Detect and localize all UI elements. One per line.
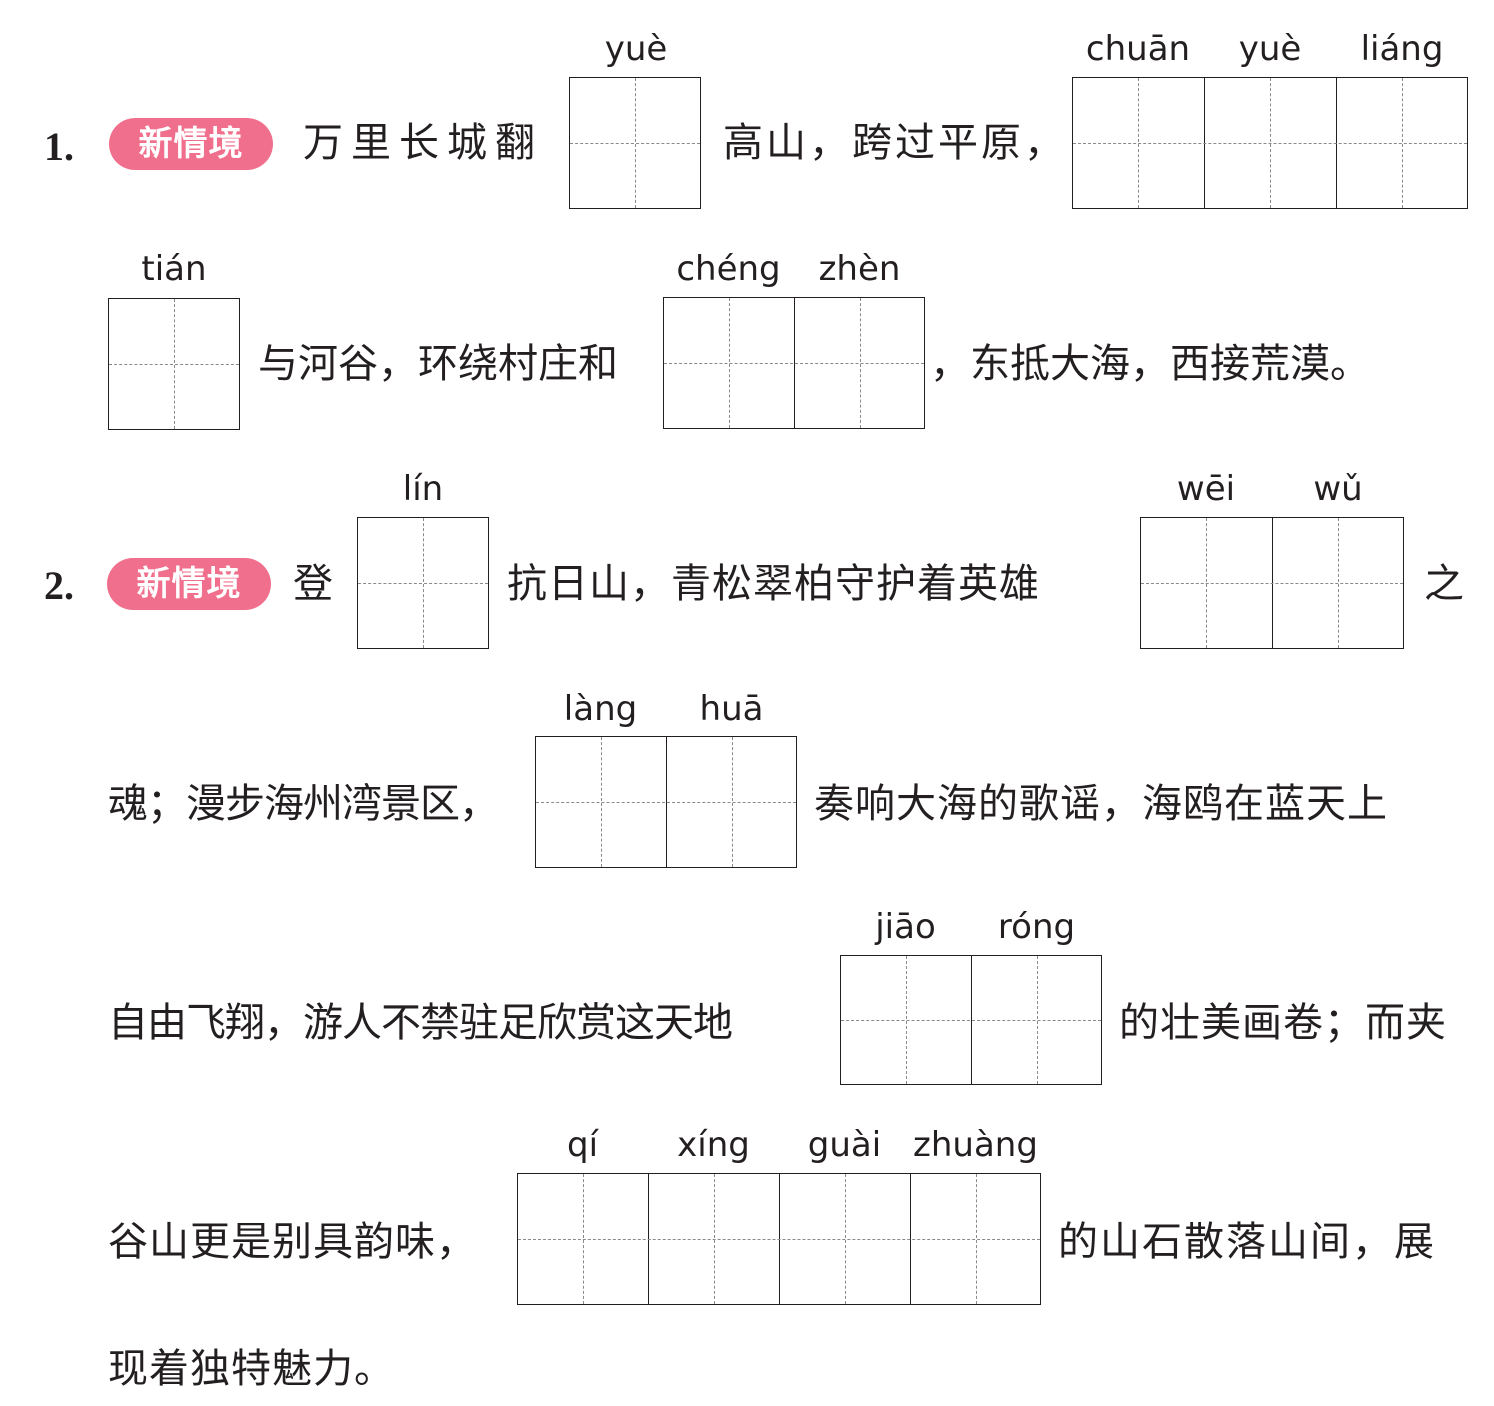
pinyin-label: qí — [566, 1125, 599, 1165]
pinyin-label: liáng — [1360, 29, 1444, 69]
pinyin-label: wǔ — [1313, 469, 1363, 509]
sentence-text: 奏响大海的歌谣，海鸥在蓝天上 — [814, 781, 1388, 827]
sentence-text: 自由飞翔，游人不禁驻足欣赏这天地 — [108, 1000, 733, 1046]
pinyin-label: làng — [563, 689, 638, 729]
sentence-text: 与河谷，环绕村庄和 — [258, 341, 618, 387]
answer-box[interactable] — [663, 297, 925, 429]
question-number: 1. — [44, 124, 74, 169]
sentence-text: ，东抵大海，西接荒漠。 — [930, 341, 1370, 387]
pinyin-label: jiāo — [875, 907, 936, 947]
sentence-text: 高山，跨过平原， — [723, 120, 1067, 166]
sentence-text: 之 — [1424, 561, 1464, 607]
sentence-text: 谷山更是别具韵味， — [108, 1219, 477, 1265]
sentence-text: 抗日山，青松翠柏守护着英雄 — [507, 561, 1040, 607]
pinyin-label: chéng — [676, 249, 781, 289]
answer-box[interactable] — [535, 736, 797, 868]
pinyin-label: róng — [997, 907, 1076, 947]
sentence-text: 登 — [293, 561, 333, 607]
sentence-text: 魂；漫步海州湾景区， — [108, 781, 499, 827]
pinyin-label: tián — [141, 249, 207, 289]
pinyin-label: zhèn — [818, 249, 901, 289]
pinyin-label: huā — [699, 689, 764, 729]
new-context-tag: 新情境 — [109, 118, 273, 170]
answer-box[interactable] — [1072, 77, 1468, 209]
sentence-text: 的壮美画卷；而夹 — [1119, 1000, 1447, 1046]
answer-box[interactable] — [517, 1173, 1041, 1305]
answer-box[interactable] — [840, 955, 1102, 1085]
pinyin-label: wēi — [1176, 469, 1236, 509]
answer-box[interactable] — [357, 517, 489, 649]
pinyin-label: zhuàng — [913, 1125, 1038, 1165]
pinyin-label: yuè — [604, 29, 668, 69]
pinyin-label: lín — [402, 469, 444, 509]
question-number: 2. — [44, 563, 74, 608]
sentence-text: 万里长城翻 — [303, 120, 543, 166]
sentence-text: 现着独特魅力。 — [108, 1346, 395, 1392]
new-context-tag: 新情境 — [107, 558, 271, 610]
pinyin-label: yuè — [1238, 29, 1302, 69]
pinyin-label: chuān — [1085, 29, 1191, 69]
sentence-text: 的山石散落山间，展 — [1058, 1219, 1436, 1265]
answer-box[interactable] — [569, 77, 701, 209]
pinyin-label: xíng — [677, 1125, 750, 1165]
answer-box[interactable] — [1140, 517, 1404, 649]
answer-box[interactable] — [108, 298, 240, 430]
pinyin-label: guài — [807, 1125, 882, 1165]
